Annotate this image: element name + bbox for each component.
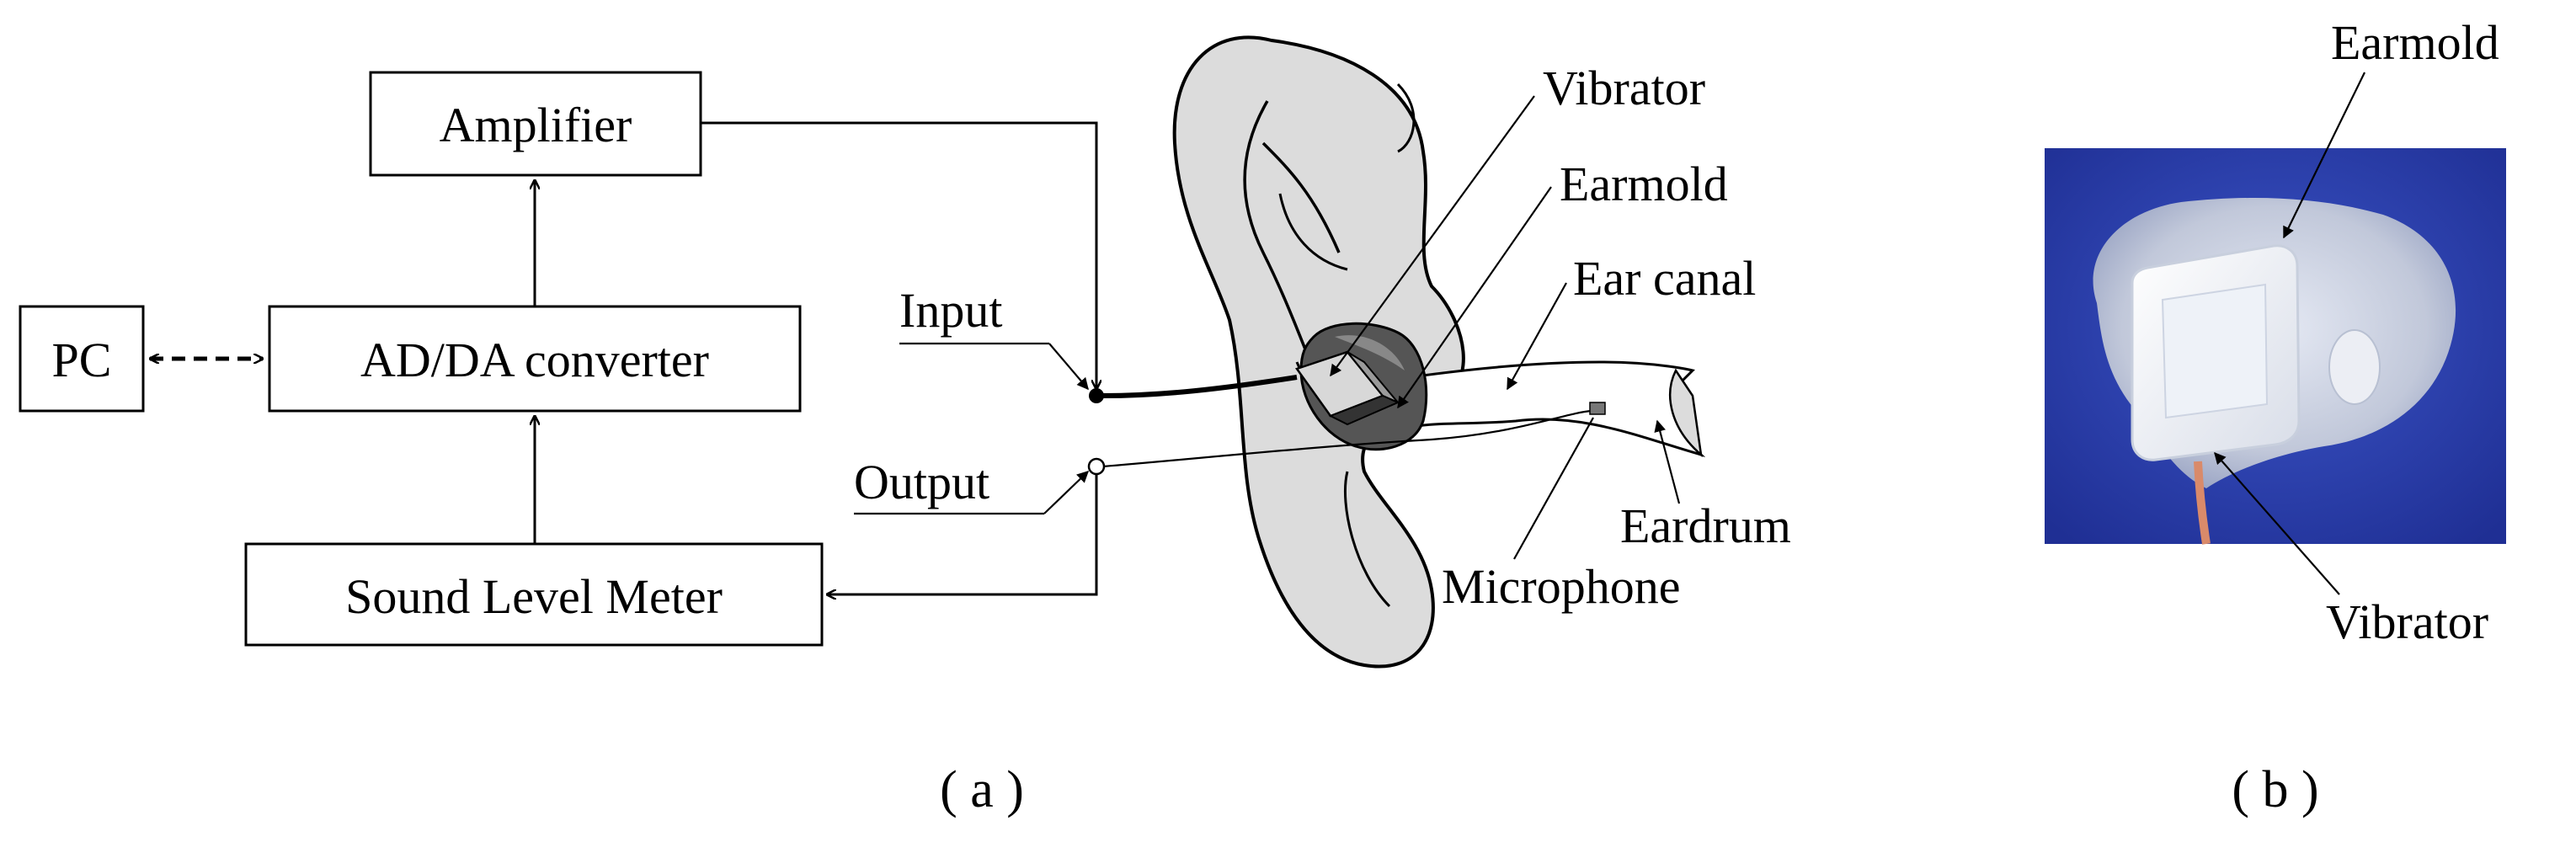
output-probe-tube bbox=[1102, 409, 1592, 468]
ear-lobe bbox=[1344, 471, 1391, 608]
ear-illustration: Vibrator Earmold Ear canal Eardrum Micro… bbox=[940, 35, 1791, 818]
pc-label: PC bbox=[52, 333, 112, 387]
earmold-pointer-b bbox=[2283, 72, 2365, 239]
slm-block: Sound Level Meter bbox=[244, 542, 824, 647]
earmold-pointer-a bbox=[1397, 186, 1552, 409]
vibrator-label-a: Vibrator bbox=[1543, 61, 1705, 115]
amplifier-block: Amplifier bbox=[369, 71, 702, 177]
helix-rim bbox=[1396, 83, 1416, 153]
earmold-label-a: Earmold bbox=[1560, 157, 1728, 211]
antihelix bbox=[1243, 100, 1341, 371]
ear-canal-pointer bbox=[1507, 282, 1567, 391]
caption-b: ( b ) bbox=[2232, 761, 2318, 818]
pc-block: PC bbox=[19, 305, 145, 413]
photo-side-port bbox=[2328, 329, 2381, 405]
input-cable bbox=[1102, 375, 1298, 398]
earmold-label-b: Earmold bbox=[2331, 15, 2499, 70]
caption-a: ( a ) bbox=[940, 761, 1024, 818]
eardrum bbox=[1669, 368, 1703, 458]
slm-label: Sound Level Meter bbox=[345, 569, 723, 624]
ear-canal bbox=[1396, 360, 1706, 458]
input-label: Input bbox=[899, 283, 1002, 338]
output-to-slm-wire bbox=[827, 468, 1098, 594]
amplifier-label: Amplifier bbox=[440, 98, 632, 152]
earmold-photo: Earmold Vibrator ( b ) bbox=[2045, 15, 2506, 818]
vibrator-shape bbox=[1294, 350, 1400, 426]
microphone-label: Microphone bbox=[1442, 559, 1681, 614]
output-label-pointer bbox=[1043, 471, 1090, 514]
photo-cable bbox=[2194, 461, 2211, 545]
ear-canal-label: Ear canal bbox=[1573, 251, 1756, 306]
adda-block: AD/DA converter bbox=[268, 305, 802, 413]
input-label-pointer bbox=[1048, 343, 1089, 391]
microphone-pointer bbox=[1513, 417, 1594, 560]
input-terminal bbox=[1089, 388, 1104, 403]
vibrator-label-b: Vibrator bbox=[2326, 594, 2488, 649]
vibrator-pointer-a bbox=[1330, 95, 1535, 377]
adda-label: AD/DA converter bbox=[360, 333, 709, 387]
eardrum-pointer bbox=[1654, 419, 1681, 504]
eardrum-label: Eardrum bbox=[1620, 498, 1791, 553]
block-diagram: PC AD/DA converter Amplifier Sound Level… bbox=[19, 71, 1106, 647]
photo-vibrator bbox=[2131, 244, 2301, 461]
output-label: Output bbox=[854, 455, 989, 509]
vibrator-pointer-b bbox=[2214, 451, 2340, 595]
output-terminal bbox=[1087, 457, 1106, 476]
amplifier-to-input-wire bbox=[701, 121, 1096, 389]
earmold-highlight bbox=[1335, 335, 1405, 370]
microphone-shape bbox=[1589, 402, 1606, 415]
